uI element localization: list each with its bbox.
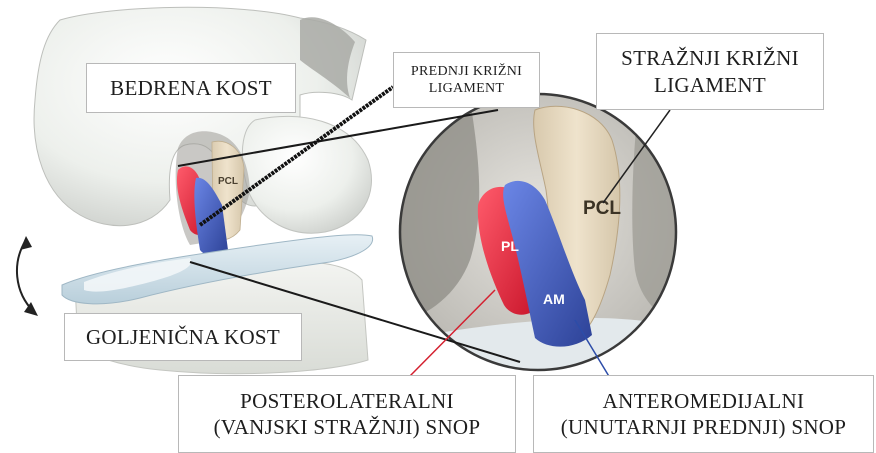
label-acl: PREDNJI KRIŽNI LIGAMENT <box>393 52 540 108</box>
label-pl-bundle: POSTEROLATERALNI (VANJSKI STRAŽNJI) SNOP <box>178 375 516 453</box>
am-marker: AM <box>543 291 565 307</box>
femur-condyle <box>242 116 371 233</box>
label-acl-line1: PREDNJI KRIŽNI <box>411 63 522 81</box>
pcl-marker-large: PCL <box>583 198 621 219</box>
label-am-bundle: ANTEROMEDIJALNI (UNUTARNJI PREDNJI) SNOP <box>533 375 874 453</box>
pl-marker: PL <box>501 238 519 254</box>
pcl-marker-small: PCL <box>218 176 238 187</box>
rotation-arrow-icon <box>17 240 34 312</box>
label-pl-line1: POSTEROLATERALNI <box>240 388 454 414</box>
label-femur: BEDRENA KOST <box>86 63 296 113</box>
label-pcl-line1: STRAŽNJI KRIŽNI <box>621 45 799 71</box>
label-pl-line2: (VANJSKI STRAŽNJI) SNOP <box>214 414 481 440</box>
label-am-line1: ANTEROMEDIJALNI <box>603 388 805 414</box>
label-pcl-line2: LIGAMENT <box>654 72 766 98</box>
label-acl-line2: LIGAMENT <box>429 80 505 98</box>
label-tibia-text: GOLJENIČNA KOST <box>86 324 280 350</box>
label-pcl: STRAŽNJI KRIŽNI LIGAMENT <box>596 33 824 110</box>
label-femur-text: BEDRENA KOST <box>110 75 272 101</box>
label-tibia: GOLJENIČNA KOST <box>64 313 302 361</box>
label-am-line2: (UNUTARNJI PREDNJI) SNOP <box>561 414 847 440</box>
rotation-arrow-head-top <box>20 236 32 250</box>
